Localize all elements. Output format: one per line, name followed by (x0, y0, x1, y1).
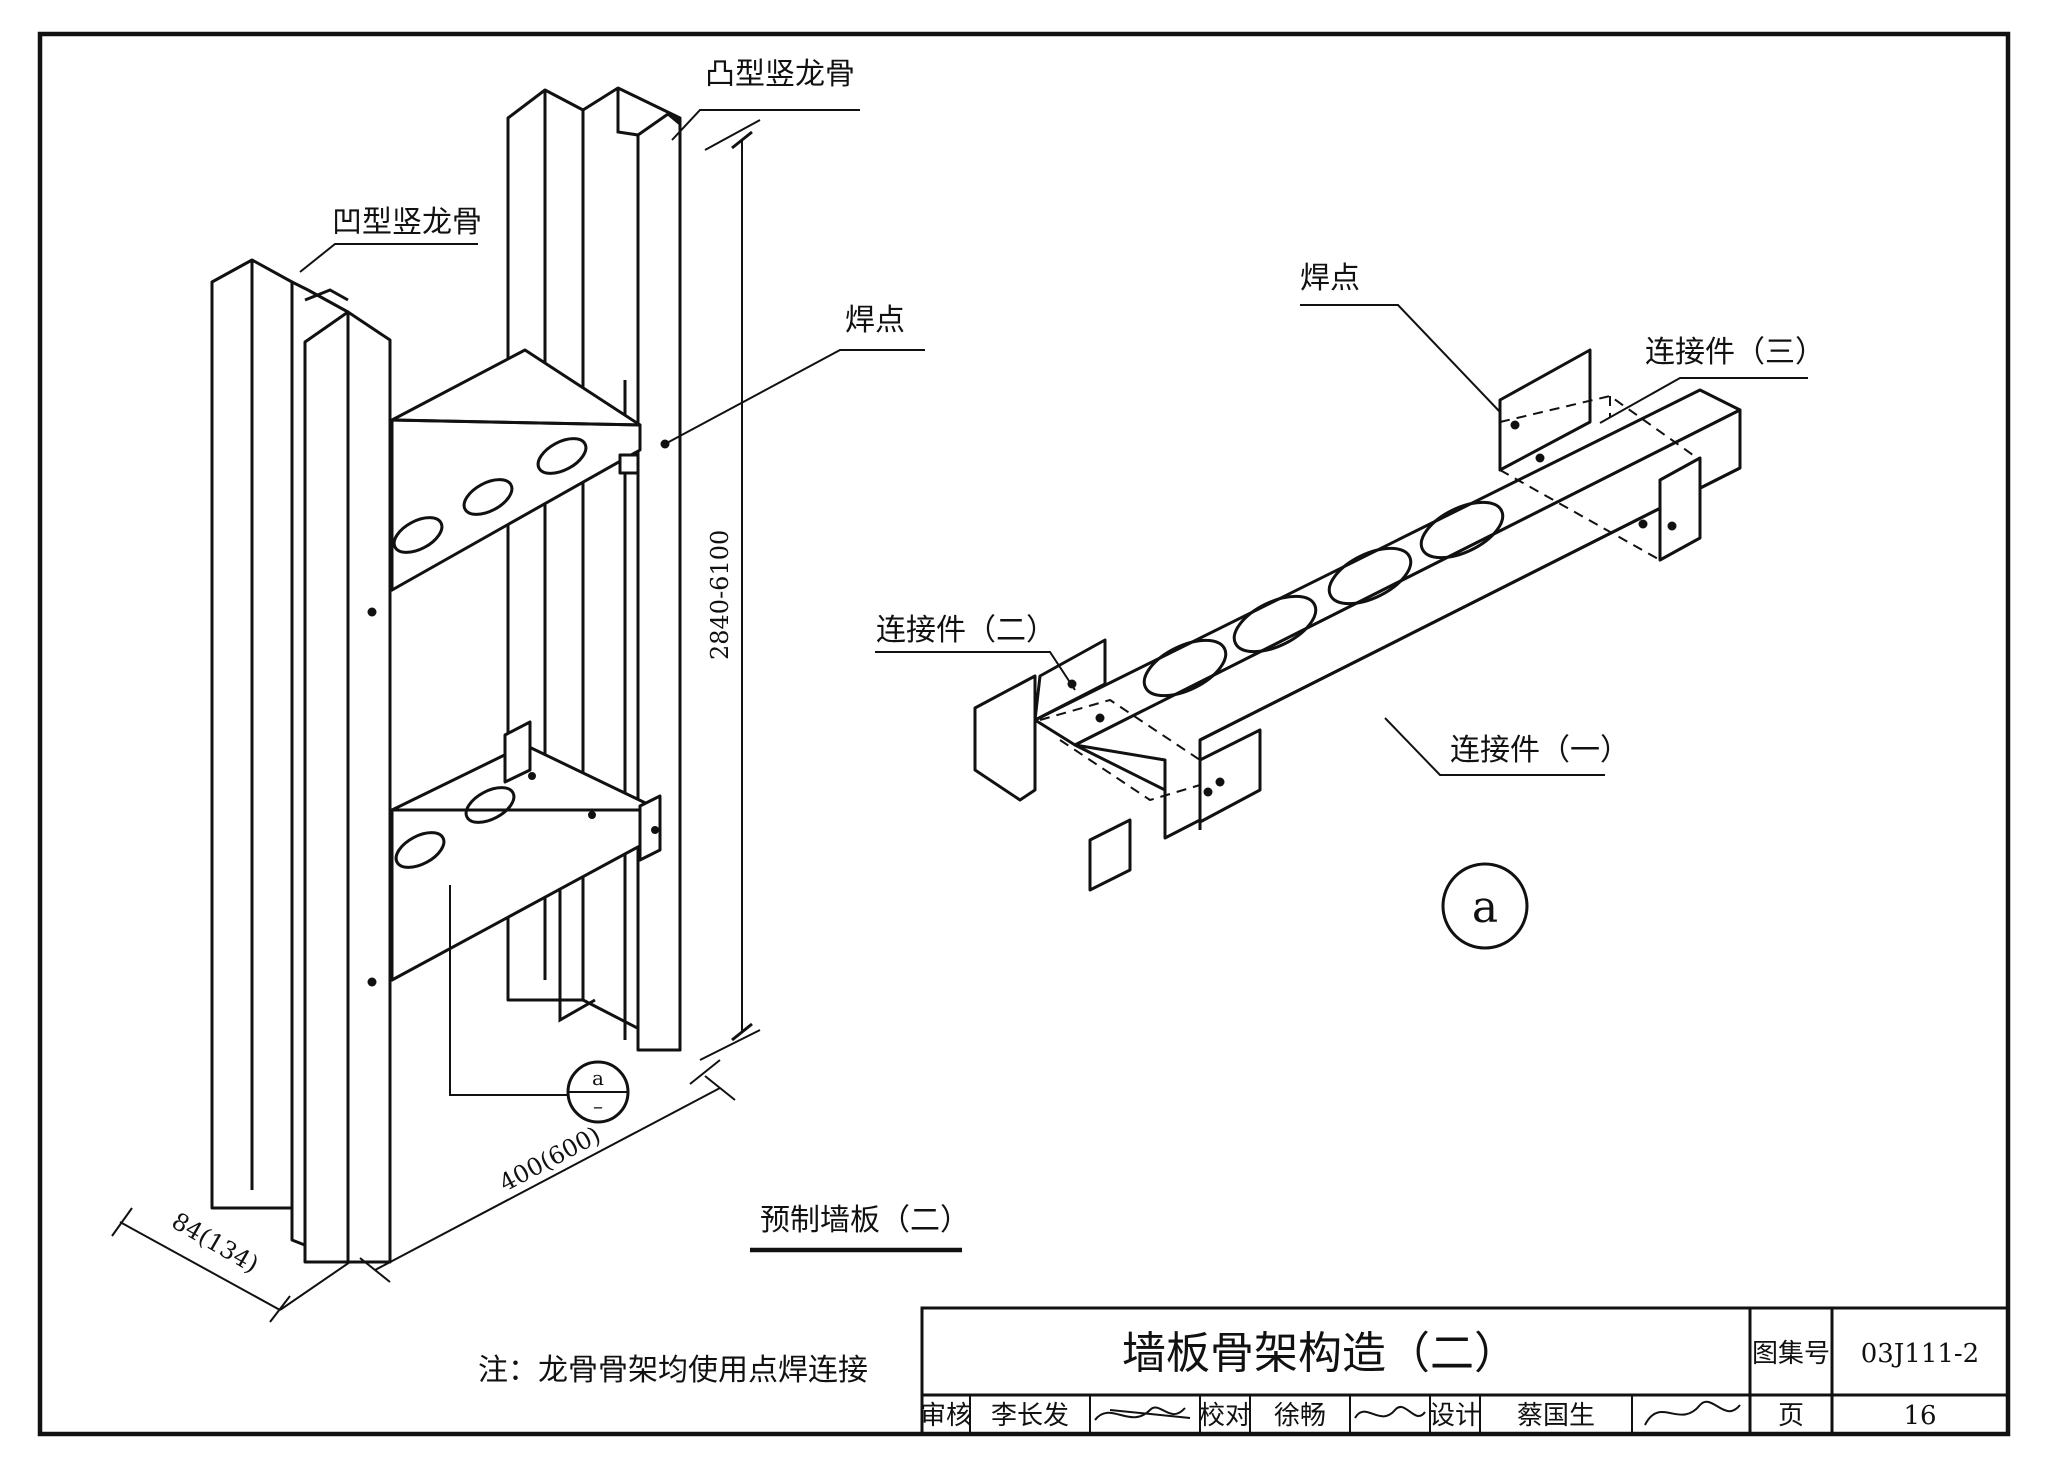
dim-spacing: 400(600) (495, 1121, 606, 1198)
page-label: 页 (1778, 1401, 1804, 1431)
detail-marker-circle (1441, 862, 1529, 950)
review-label: 审核 (920, 1401, 972, 1431)
design-label: 设计 (1429, 1401, 1481, 1431)
check-name: 徐畅 (1274, 1401, 1326, 1431)
general-note: 注：龙骨骨架均使用点焊连接 (478, 1353, 868, 1388)
drawing-title: 墙板骨架构造（二） (1122, 1328, 1518, 1379)
label-connector-3: 连接件（三） (1645, 335, 1825, 370)
detail-marker-label: a (1472, 882, 1498, 933)
check-label: 校对 (1199, 1401, 1251, 1431)
atlas-label: 图集号 (1752, 1339, 1830, 1369)
page-value: 16 (1903, 1401, 1936, 1431)
label-concave-stud: 凹型竖龙骨 (332, 205, 482, 240)
label-connector-2: 连接件（二） (876, 613, 1056, 648)
review-signature (1094, 1406, 1191, 1421)
design-signature (1644, 1400, 1741, 1426)
label-convex-stud: 凸型竖龙骨 (705, 57, 855, 92)
ref-marker-bottom: – (593, 1094, 603, 1118)
lower-cross-member (390, 720, 662, 982)
convex-stud (506, 86, 682, 1052)
label-connector-1: 连接件（一） (1450, 733, 1630, 768)
panel-title: 预制墙板（二） (760, 1203, 970, 1238)
ref-marker-top: a (592, 1066, 604, 1090)
review-name: 李长发 (991, 1401, 1069, 1431)
detail-a-drawing (875, 304, 1808, 950)
dim-height: 2840-6100 (706, 530, 734, 660)
stud-frame-drawing (111, 86, 925, 1323)
title-block (920, 1306, 2010, 1436)
design-name: 蔡国生 (1517, 1401, 1595, 1431)
upper-cross-member (390, 348, 642, 592)
concave-stud (210, 258, 392, 1264)
atlas-value: 03J111-2 (1861, 1339, 1979, 1369)
label-weld-point-main: 焊点 (845, 303, 905, 338)
check-signature (1354, 1406, 1426, 1419)
dim-depth: 84(134) (167, 1207, 263, 1279)
label-weld-point-detail: 焊点 (1300, 261, 1360, 296)
